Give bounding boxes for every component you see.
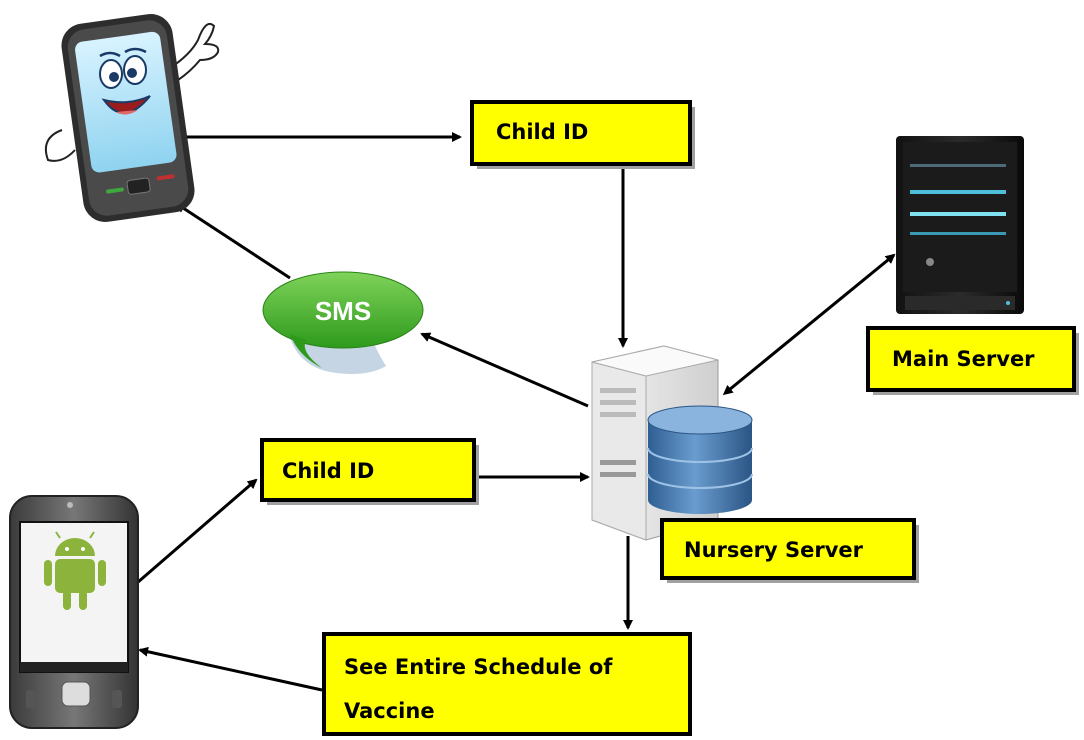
- schedule-box: See Entire Schedule of Vaccine: [322, 632, 692, 736]
- child-id-box-bottom: Child ID: [260, 438, 479, 505]
- arrow-nursery-main-server: [722, 253, 896, 396]
- arrow-schedule-to-android: [138, 646, 323, 692]
- smiling-phone-icon: [44, 14, 220, 222]
- tower-server-icon: [896, 136, 1024, 314]
- schedule-label-line1: See Entire Schedule of: [344, 655, 613, 679]
- arrow-sms-to-phone: [175, 202, 291, 280]
- arrow-android-to-child-id: [129, 478, 258, 591]
- schedule-label-line2: Vaccine: [344, 699, 435, 723]
- nursery-server-box: Nursery Server: [660, 518, 919, 583]
- arrow-nursery-to-sms: [420, 332, 589, 408]
- main-server-box: Main Server: [866, 326, 1079, 395]
- child-id-box-top: Child ID: [470, 100, 695, 169]
- child-id-label-bottom: Child ID: [282, 459, 374, 483]
- server-database-icon: [591, 345, 753, 541]
- android-robot-icon: [44, 531, 106, 610]
- arrows: [129, 132, 896, 692]
- sms-label: SMS: [315, 296, 371, 326]
- android-phone-icon: [9, 495, 139, 729]
- sms-bubble-icon: SMS: [262, 271, 424, 374]
- child-id-label-top: Child ID: [496, 120, 588, 144]
- nursery-server-label: Nursery Server: [684, 538, 864, 562]
- main-server-label: Main Server: [892, 347, 1035, 371]
